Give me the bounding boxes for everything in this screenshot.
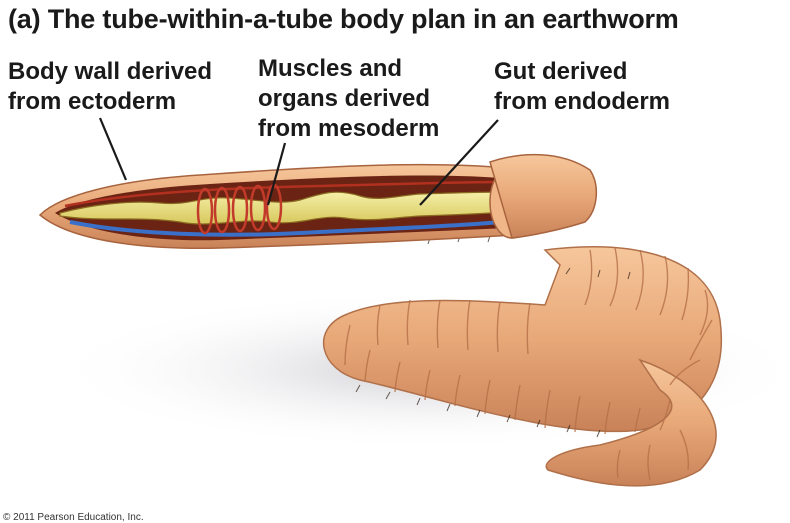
clitellum bbox=[489, 153, 597, 239]
leader-muscles bbox=[266, 142, 287, 206]
figure-title: (a) The tube-within-a-tube body plan in … bbox=[8, 4, 679, 34]
label-muscles-line-2: organs derived bbox=[258, 85, 431, 112]
label-muscles-line-3: from mesoderm bbox=[258, 115, 440, 142]
label-gut: Gut derived from endoderm bbox=[494, 57, 670, 117]
segment-rings bbox=[344, 247, 713, 481]
copyright-notice: © 2011 Pearson Education, Inc. bbox=[3, 512, 144, 523]
label-body-wall: Body wall derived from ectoderm bbox=[8, 57, 212, 117]
label-gut-line-1: Gut derived bbox=[494, 58, 628, 85]
label-body-wall-line-2: from ectoderm bbox=[8, 88, 177, 115]
label-gut-line-2: from endoderm bbox=[494, 88, 671, 115]
leader-body-wall bbox=[98, 117, 128, 181]
leader-gut bbox=[419, 119, 499, 206]
label-body-wall-line-1: Body wall derived bbox=[8, 58, 213, 85]
leader-lines bbox=[98, 117, 499, 206]
dorsal-vessel bbox=[64, 180, 499, 208]
setae bbox=[355, 235, 631, 438]
nerve-cord bbox=[69, 220, 501, 237]
label-muscles-line-1: Muscles and bbox=[258, 55, 403, 82]
worm-coil-body bbox=[323, 245, 722, 433]
worm-tail bbox=[545, 358, 717, 487]
label-muscles: Muscles and organs derived from mesoderm bbox=[258, 54, 439, 144]
